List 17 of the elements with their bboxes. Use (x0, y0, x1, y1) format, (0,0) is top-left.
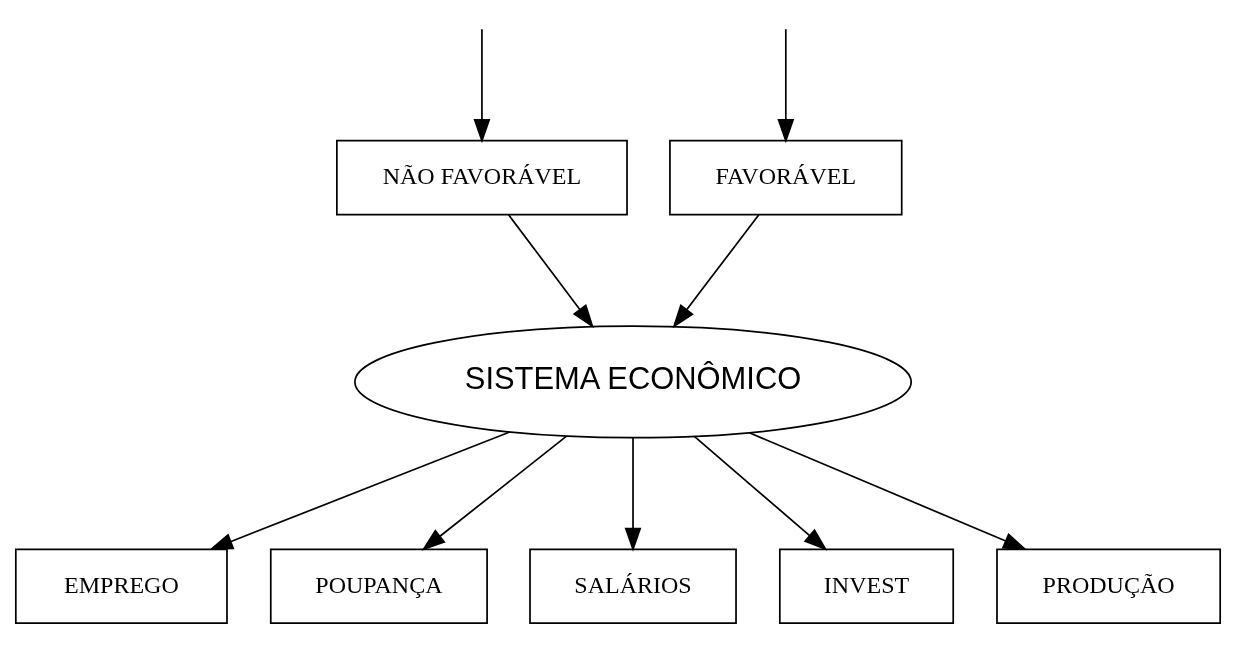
node-box: POUPANÇA (269, 547, 488, 624)
node-box: PRODUÇÃO (996, 547, 1222, 624)
arrow (507, 213, 594, 328)
arrow (421, 435, 568, 551)
arrow (748, 431, 1028, 550)
arrow (624, 436, 642, 552)
arrow (777, 27, 795, 143)
arrow (473, 27, 491, 143)
node-box: FAVORÁVEL (669, 139, 903, 215)
node-ellipse: SISTEMA ECONÔMICO (354, 324, 912, 439)
node-box: NÃO FAVORÁVEL (336, 139, 628, 215)
node-box: INVEST (778, 547, 955, 624)
node-box: SALÁRIOS (529, 547, 737, 624)
node-box: EMPREGO (14, 547, 228, 624)
arrow (672, 213, 760, 328)
arrow (693, 435, 828, 551)
arrow (209, 430, 511, 550)
